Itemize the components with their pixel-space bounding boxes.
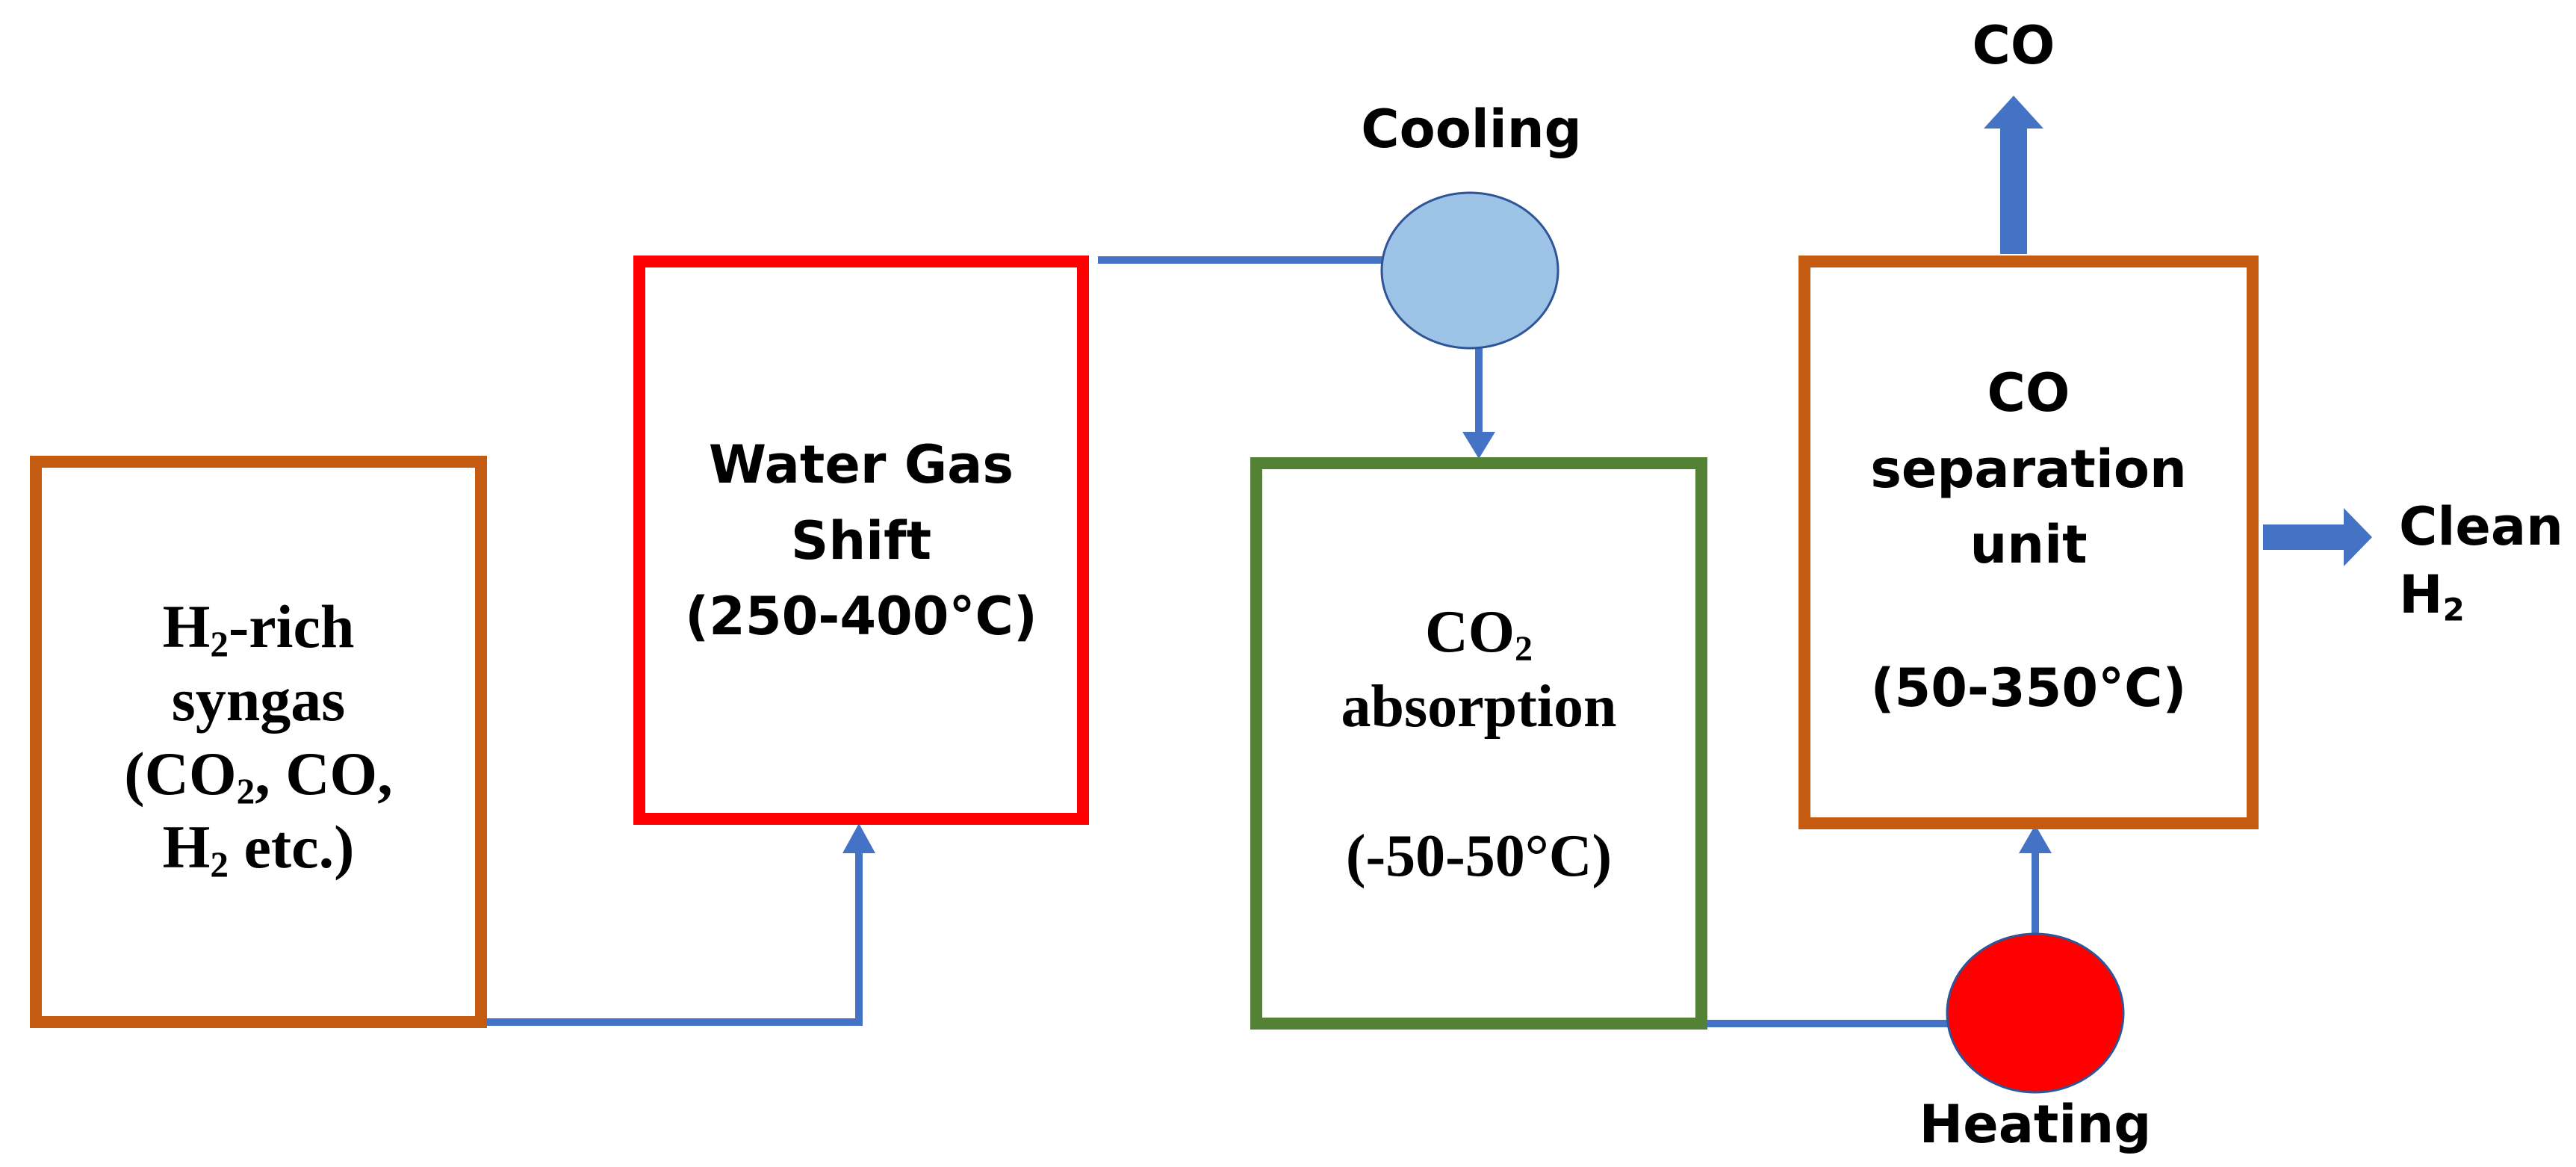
co2-absorption-label: CO2 absorption (-50-50°C)	[1341, 599, 1617, 889]
cooling-label: Cooling	[1361, 99, 1582, 160]
h2-output-arrowhead	[2344, 508, 2372, 566]
clean-h2-label: Clean H2	[2399, 496, 2563, 628]
co2-absorption-box	[1250, 457, 1707, 1030]
cooling-circle	[1380, 191, 1559, 350]
co-output-arrow-shaft	[2000, 127, 2027, 254]
heating-to-separation-arrowhead	[2019, 825, 2052, 853]
water-gas-shift-label: Water Gas Shift (250-400°C)	[685, 434, 1037, 647]
syngas-to-wgs-arrowhead	[842, 823, 875, 853]
syngas-box	[30, 456, 487, 1028]
co-output-label: CO	[1972, 15, 2055, 76]
co-separation-box	[1798, 256, 2259, 829]
heating-label: Heating	[1919, 1094, 2152, 1155]
water-gas-shift-box	[633, 256, 1089, 825]
cooling-to-absorption-arrowhead	[1462, 432, 1495, 459]
co-separation-label: CO separation unit (50-350°C)	[1870, 362, 2187, 719]
heating-circle	[1946, 932, 2125, 1094]
co-output-arrowhead	[1984, 96, 2043, 129]
syngas-to-wgs-line	[484, 852, 863, 1026]
syngas-label: H2-rich syngas (CO2, CO, H2 etc.)	[124, 592, 393, 885]
h2-output-arrow-shaft	[2263, 524, 2345, 550]
